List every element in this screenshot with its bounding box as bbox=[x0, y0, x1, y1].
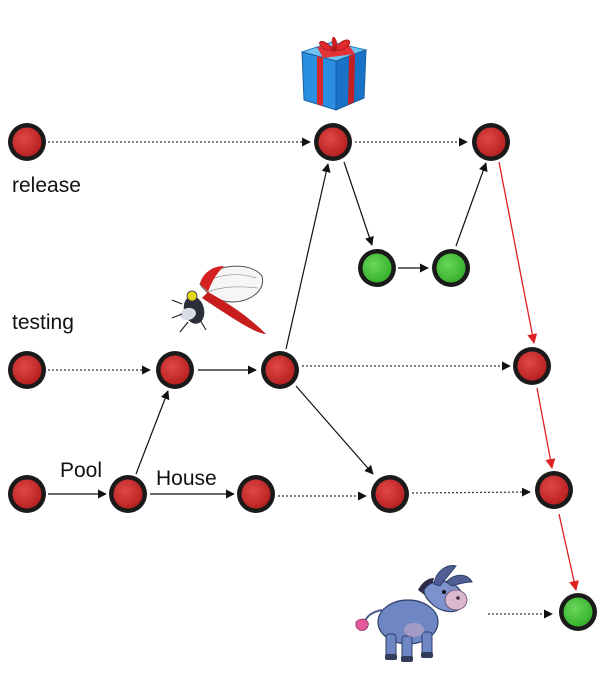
branch-label-house: House bbox=[156, 467, 217, 490]
commit-node bbox=[156, 351, 194, 389]
edge-testing2-pool3 bbox=[295, 385, 374, 475]
commit-node bbox=[237, 475, 275, 513]
commit-node-green bbox=[432, 249, 470, 287]
branch-label-pool: Pool bbox=[60, 459, 102, 482]
commit-node bbox=[8, 475, 46, 513]
commit-node bbox=[261, 351, 299, 389]
edges bbox=[48, 137, 579, 619]
commits bbox=[8, 123, 597, 631]
commit-node bbox=[371, 475, 409, 513]
bug-with-net-icon bbox=[171, 265, 266, 334]
commit-node bbox=[8, 123, 46, 161]
edge-green2-release2 bbox=[455, 162, 488, 247]
branch-label-testing: testing bbox=[12, 311, 74, 334]
commit-node bbox=[109, 475, 147, 513]
commit-node-green bbox=[559, 593, 597, 631]
commit-node bbox=[472, 123, 510, 161]
edge-pool1-testing1 bbox=[135, 390, 170, 475]
edge-merge-pool-final bbox=[558, 513, 579, 591]
commit-node bbox=[8, 351, 46, 389]
edge-merge-release-testing bbox=[498, 161, 538, 344]
edge-testing2-release1 bbox=[285, 163, 331, 350]
commit-node bbox=[513, 347, 551, 385]
edge-merge-testing-pool bbox=[536, 387, 556, 469]
commit-node bbox=[535, 471, 573, 509]
edge-release1-green1 bbox=[343, 161, 374, 246]
commit-node bbox=[314, 123, 352, 161]
commit-node-green bbox=[358, 249, 396, 287]
edge-pool-3-4 bbox=[411, 487, 531, 497]
gift-box-icon bbox=[300, 36, 368, 111]
donkey-icon bbox=[355, 565, 473, 662]
branch-label-release: release bbox=[12, 174, 81, 197]
